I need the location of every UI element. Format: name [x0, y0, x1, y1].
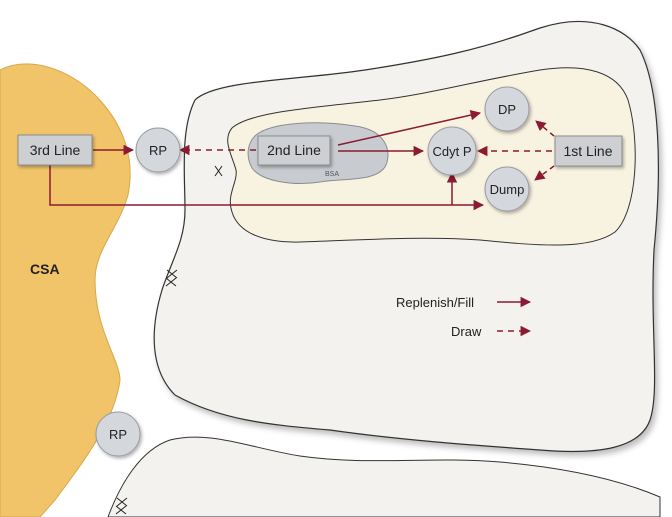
cdyt-node	[427, 126, 477, 176]
draw-1st-to-dump	[534, 165, 555, 181]
first-line-label: 1st Line	[563, 143, 612, 159]
arrow-2nd-to-dp	[337, 109, 482, 146]
second-line-label: 2nd Line	[267, 142, 321, 158]
legend-replenish-label: Replenish/Fill	[396, 295, 474, 310]
bsa-label: BSA	[325, 171, 339, 178]
rp-bottom-node	[95, 411, 141, 457]
csa-label: CSA	[30, 261, 60, 277]
dump-node	[484, 166, 530, 212]
draw-1st-to-dp	[535, 120, 555, 137]
boundary-marker-top	[214, 165, 223, 177]
boundary-marker-middle	[165, 269, 178, 287]
arrow-3rd-to-dump	[49, 164, 485, 211]
second-line-box	[257, 135, 331, 166]
legend-draw-label: Draw	[451, 324, 482, 339]
rp-bottom-label: RP	[109, 427, 127, 442]
rear-area	[107, 436, 661, 517]
cdyt-label: Cdyt P	[432, 144, 471, 159]
dp-label: DP	[498, 102, 516, 117]
boundary-marker-bottom	[115, 497, 128, 515]
third-line-box	[17, 134, 93, 166]
rp-top-label: RP	[149, 143, 167, 158]
dump-label: Dump	[490, 182, 525, 197]
first-line-box	[554, 135, 623, 167]
dp-node	[484, 86, 530, 132]
rp-top-node	[135, 127, 181, 173]
third-line-label: 3rd Line	[30, 142, 81, 158]
